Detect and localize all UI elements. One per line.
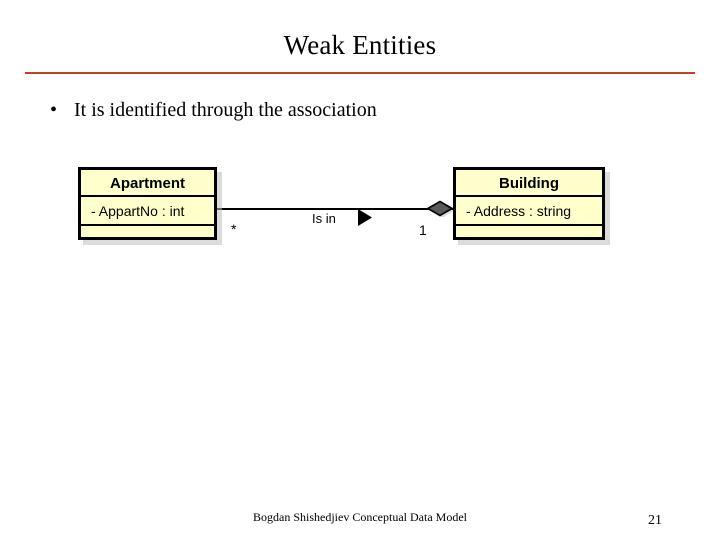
class-operations-apartment [81,226,214,237]
footer-text: Bogdan Shishedjiev Conceptual Data Model [253,510,467,524]
class-name-building: Building [456,170,602,197]
multiplicity-source: * [231,221,237,237]
association-label: Is in [312,211,336,226]
class-operations-building [456,226,602,237]
page-title: Weak Entities [283,30,437,60]
bullet-text: It is identified through the association [74,99,377,121]
class-name-apartment: Apartment [81,170,214,197]
association-line [217,208,453,210]
title-divider [25,72,695,74]
association-direction-triangle-icon [358,209,372,226]
class-attributes-building: - Address : string [456,197,602,226]
bullet-list: • It is identified through the associati… [50,96,670,124]
list-item: • It is identified through the associati… [50,96,670,124]
class-attributes-apartment: - AppartNo : int [81,197,214,226]
multiplicity-target: 1 [419,222,427,238]
page-number: 21 [648,513,662,528]
bullet-marker-icon: • [50,99,58,121]
uml-class-apartment[interactable]: Apartment - AppartNo : int [78,167,217,240]
uml-class-building[interactable]: Building - Address : string [453,167,605,240]
aggregation-diamond-icon [427,200,453,217]
